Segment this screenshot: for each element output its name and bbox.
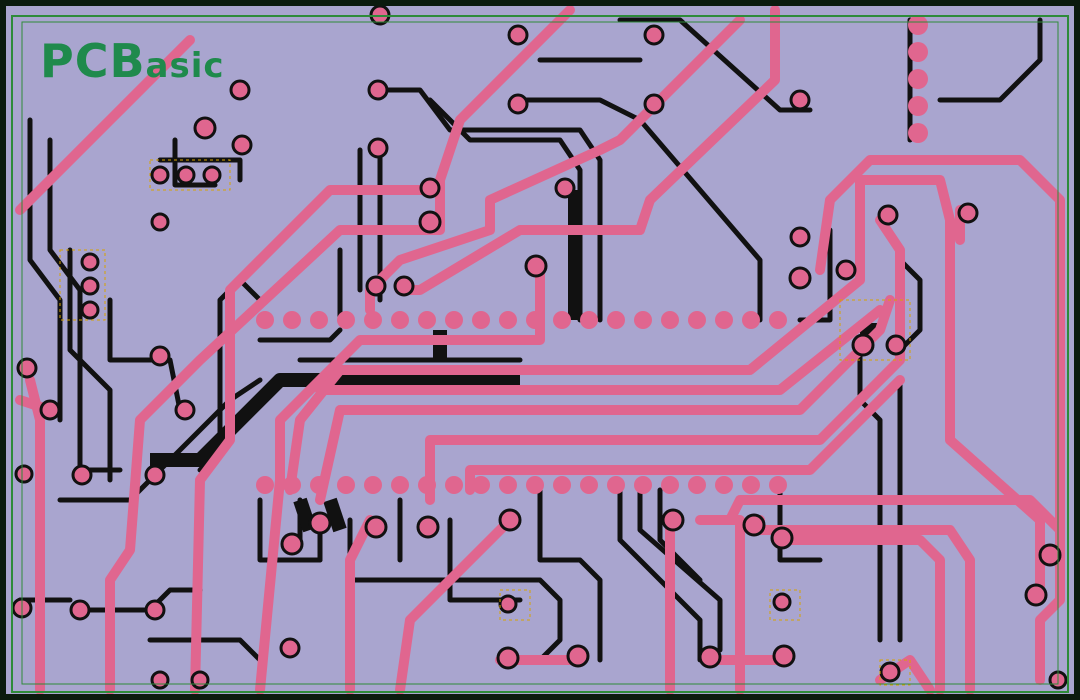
silkscreen — [59, 159, 911, 686]
black-bus — [150, 190, 880, 533]
board-outline — [11, 15, 1069, 693]
pcbasic-logo: PCBasic — [40, 38, 225, 84]
ic-pads — [256, 15, 928, 494]
vias — [11, 4, 1068, 690]
logo-text-pcb: PCB — [40, 34, 146, 88]
logo-text-asic: asic — [145, 46, 225, 86]
copper-traces — [15, 5, 1065, 695]
board-keepout-outline — [21, 21, 1059, 685]
